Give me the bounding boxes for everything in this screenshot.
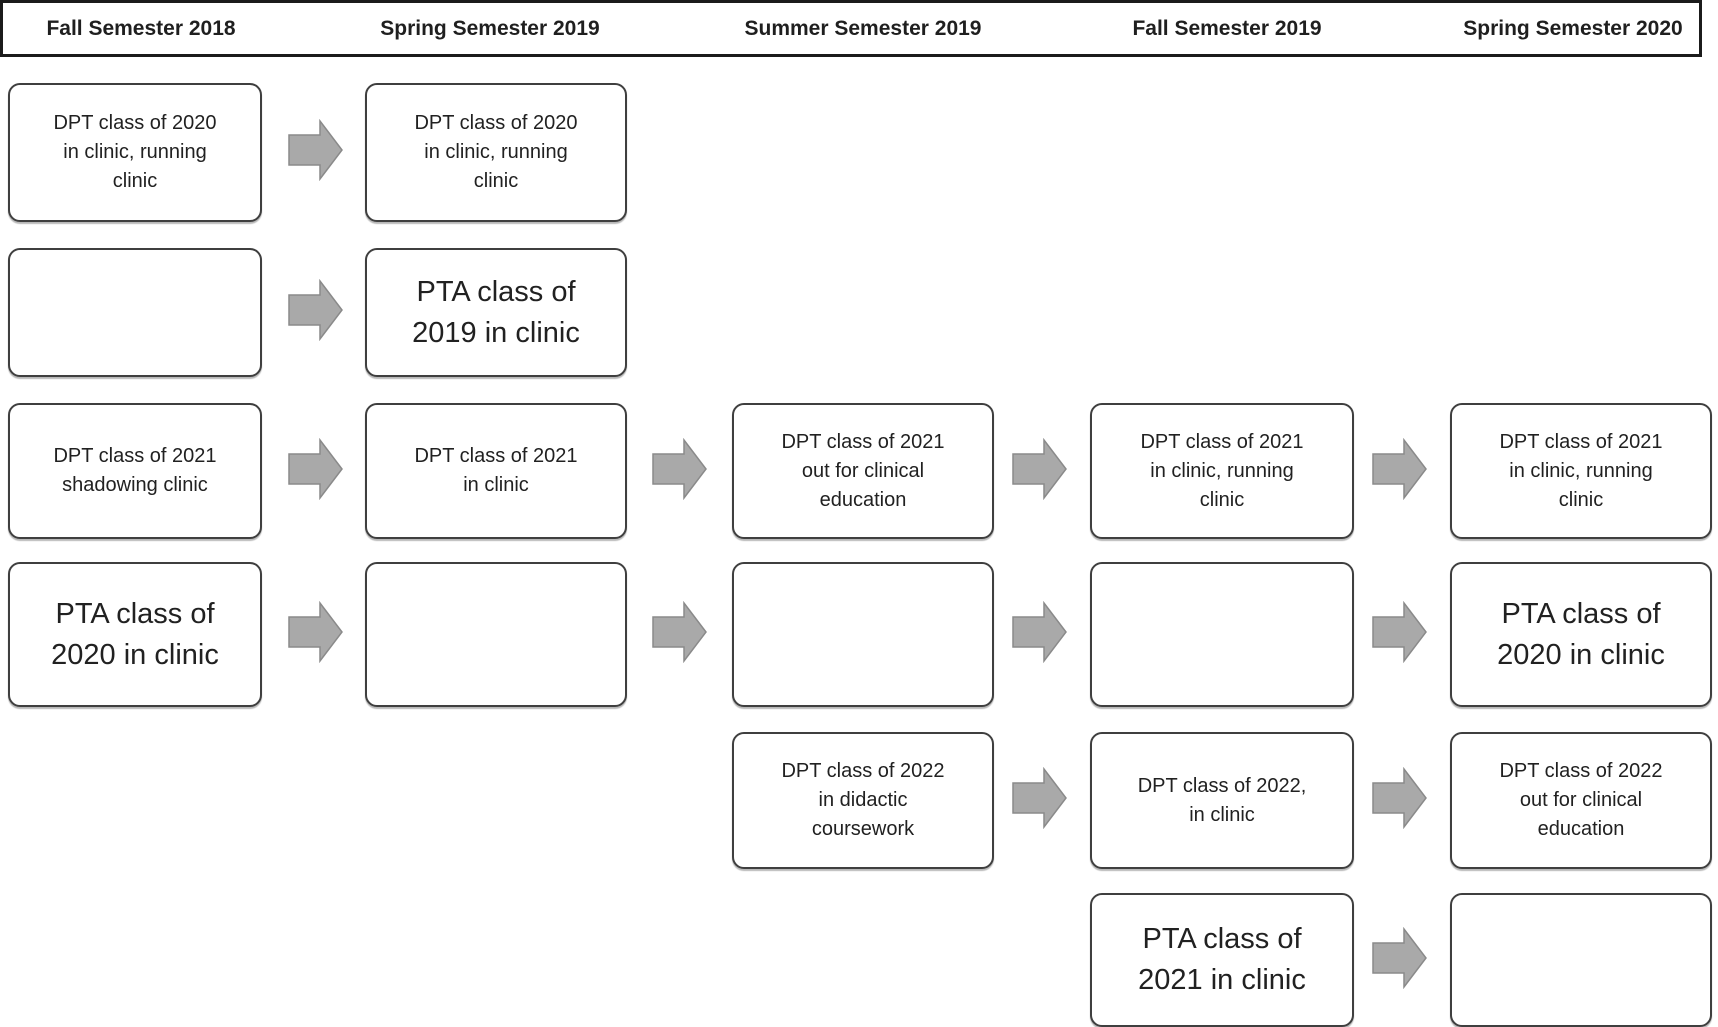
right-arrow-icon: [288, 119, 344, 181]
column-header-spring-2019: Spring Semester 2019: [380, 17, 600, 40]
right-arrow-icon: [1012, 767, 1068, 829]
flow-box-r3c5: DPT class of 2021 in clinic, running cli…: [1450, 403, 1712, 539]
column-header-summer-2019: Summer Semester 2019: [744, 17, 982, 40]
right-arrow-icon: [288, 279, 344, 341]
timeline-header: Fall Semester 2018 Spring Semester 2019 …: [0, 0, 1702, 57]
right-arrow-icon: [1012, 438, 1068, 500]
right-arrow-icon: [652, 438, 708, 500]
flow-box-r4c5: PTA class of 2020 in clinic: [1450, 562, 1712, 707]
right-arrow-icon: [652, 601, 708, 663]
right-arrow-icon: [288, 438, 344, 500]
box-label: PTA class of 2019 in clinic: [412, 275, 580, 349]
flow-box-r3c1: DPT class of 2021 shadowing clinic: [8, 403, 262, 539]
box-label: PTA class of 2021 in clinic: [1138, 923, 1306, 996]
column-header-fall-2018: Fall Semester 2018: [46, 17, 236, 40]
flow-box-r5c4: DPT class of 2022, in clinic: [1090, 732, 1354, 869]
flow-box-r3c3: DPT class of 2021 out for clinical educa…: [732, 403, 994, 539]
box-label: PTA class of 2020 in clinic: [51, 597, 219, 671]
right-arrow-icon: [1372, 601, 1428, 663]
flow-box-r1c2: DPT class of 2020 in clinic, running cli…: [365, 83, 627, 222]
flow-box-r4c3-empty: [732, 562, 994, 707]
flow-box-r1c1: DPT class of 2020 in clinic, running cli…: [8, 83, 262, 222]
box-label: DPT class of 2020 in clinic, running cli…: [53, 112, 217, 192]
box-label: DPT class of 2022 out for clinical educa…: [1499, 760, 1663, 840]
flow-box-r6c5-empty: [1450, 893, 1712, 1027]
box-label: DPT class of 2021 out for clinical educa…: [781, 430, 945, 511]
column-header-spring-2020: Spring Semester 2020: [1463, 17, 1683, 40]
flow-box-r5c5: DPT class of 2022 out for clinical educa…: [1450, 732, 1712, 869]
box-label: DPT class of 2022, in clinic: [1137, 774, 1307, 826]
flow-box-r5c3: DPT class of 2022 in didactic coursework: [732, 732, 994, 869]
right-arrow-icon: [1012, 601, 1068, 663]
box-label: DPT class of 2022 in didactic coursework: [781, 760, 945, 840]
flow-box-r4c1: PTA class of 2020 in clinic: [8, 562, 262, 707]
flow-box-r3c2: DPT class of 2021 in clinic: [365, 403, 627, 539]
flow-box-r4c2-empty: [365, 562, 627, 707]
box-label: DPT class of 2021 in clinic: [414, 445, 578, 496]
column-header-fall-2019: Fall Semester 2019: [1132, 17, 1322, 40]
flow-box-r4c4-empty: [1090, 562, 1354, 707]
box-label: DPT class of 2021 shadowing clinic: [53, 445, 217, 496]
flow-box-r2c2: PTA class of 2019 in clinic: [365, 248, 627, 377]
right-arrow-icon: [1372, 927, 1428, 989]
flow-box-r2c1-empty: [8, 248, 262, 377]
right-arrow-icon: [1372, 767, 1428, 829]
flow-box-r6c4: PTA class of 2021 in clinic: [1090, 893, 1354, 1027]
flow-box-r3c4: DPT class of 2021 in clinic, running cli…: [1090, 403, 1354, 539]
right-arrow-icon: [288, 601, 344, 663]
box-label: PTA class of 2020 in clinic: [1497, 597, 1665, 671]
box-label: DPT class of 2021 in clinic, running cli…: [1140, 430, 1304, 511]
box-label: DPT class of 2020 in clinic, running cli…: [414, 112, 578, 192]
right-arrow-icon: [1372, 438, 1428, 500]
box-label: DPT class of 2021 in clinic, running cli…: [1499, 430, 1663, 511]
